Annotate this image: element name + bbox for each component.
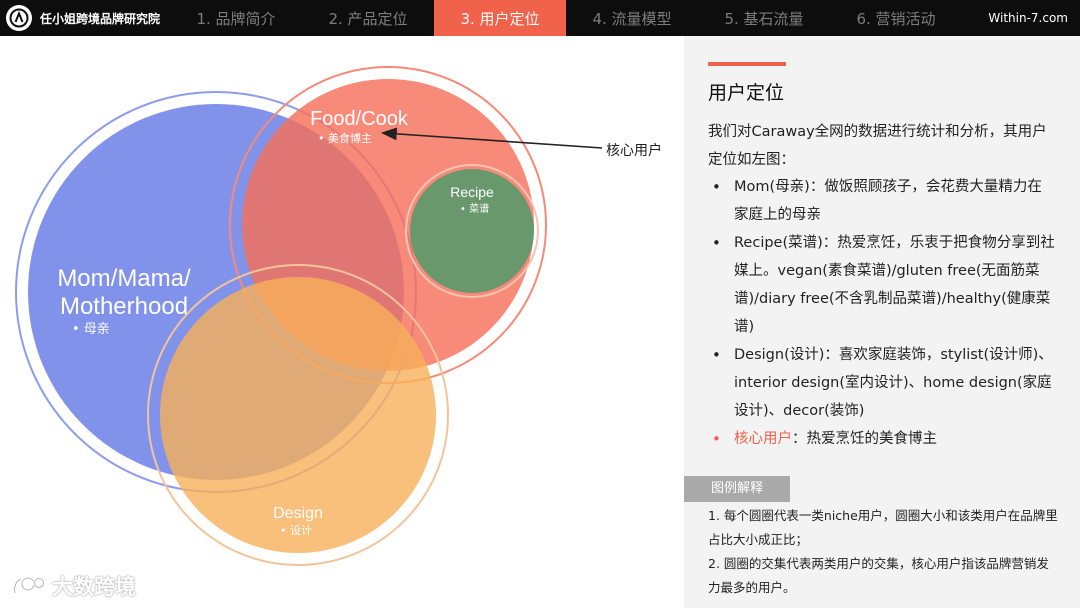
tab-user-positioning[interactable]: 3. 用户定位 xyxy=(434,0,566,36)
mom-title-line1: Mom/Mama/ xyxy=(57,265,191,292)
tab-brand-intro[interactable]: 1. 品牌简介 xyxy=(196,9,276,28)
watermark-logo-icon xyxy=(13,576,45,594)
top-nav-bar: 任小姐跨境品牌研究院 1. 品牌简介 2. 产品定位 3. 用户定位 4. 流量… xyxy=(0,0,1080,36)
legend-tag: 图例解释 xyxy=(684,476,790,502)
recipe-subtitle: • 菜谱 xyxy=(460,202,489,215)
tab-base-traffic[interactable]: 5. 基石流量 xyxy=(724,9,804,28)
tab-marketing-activities[interactable]: 6. 营销活动 xyxy=(856,9,936,28)
core-user-callout: 核心用户 xyxy=(606,143,662,159)
recipe-title: Recipe xyxy=(450,184,494,200)
tab-product-positioning[interactable]: 2. 产品定位 xyxy=(328,9,408,28)
food-cook-subtitle: • 美食博主 xyxy=(318,131,372,145)
section-tabs: 1. 品牌简介 2. 产品定位 3. 用户定位 4. 流量模型 5. 基石流量 … xyxy=(170,0,962,36)
venn-diagram: Mom/Mama/ Motherhood • 母亲 Food/Cook • 美食… xyxy=(15,66,603,566)
brand-logo-icon xyxy=(6,5,32,31)
legend-note: 1. 每个圆圈代表一类niche用户，圆圈大小和该类用户在品牌里占比大小成正比； xyxy=(708,508,1058,547)
user-segment-list: Mom(母亲)：做饭照顾孩子，会花费大量精力在家庭上的母亲 Recipe(菜谱)… xyxy=(708,173,1056,453)
core-user-arrow xyxy=(380,127,603,149)
design-subtitle: • 设计 xyxy=(280,524,312,537)
core-user-item: 核心用户：热爱烹饪的美食博主 xyxy=(708,425,1056,453)
site-link[interactable]: Within-7.com xyxy=(988,11,1068,25)
panel-intro: 我们对Caraway全网的数据进行统计和分析，其用户定位如左图： xyxy=(708,124,1047,168)
info-panel: 用户定位 我们对Caraway全网的数据进行统计和分析，其用户定位如左图： Mo… xyxy=(684,36,1080,608)
brand[interactable]: 任小姐跨境品牌研究院 xyxy=(6,5,160,31)
legend-notes: 1. 每个圆圈代表一类niche用户，圆圈大小和该类用户在品牌里占比大小成正比；… xyxy=(708,504,1058,600)
watermark-text: 大数跨境 xyxy=(52,575,136,599)
brand-name: 任小姐跨境品牌研究院 xyxy=(40,11,161,26)
circle-design xyxy=(147,264,449,566)
list-item: Mom(母亲)：做饭照顾孩子，会花费大量精力在家庭上的母亲 xyxy=(708,173,1056,229)
core-user-key: 核心用户 xyxy=(734,431,792,447)
list-item: Design(设计)：喜欢家庭装饰，stylist(设计师)、interior … xyxy=(708,341,1056,425)
food-cook-title: Food/Cook xyxy=(310,108,409,130)
mom-title-line2: Motherhood xyxy=(60,293,188,320)
design-title: Design xyxy=(273,505,323,522)
panel-title: 用户定位 xyxy=(708,82,785,104)
watermark: 大数跨境 xyxy=(12,572,136,600)
tab-traffic-model[interactable]: 4. 流量模型 xyxy=(592,9,672,28)
legend-note: 2. 圆圈的交集代表两类用户的交集，核心用户指该品牌营销发力最多的用户。 xyxy=(708,556,1049,595)
list-item: Recipe(菜谱)：热爱烹饪，乐衷于把食物分享到社媒上。vegan(素食菜谱)… xyxy=(708,229,1056,341)
circle-recipe xyxy=(405,164,539,298)
title-accent-bar xyxy=(708,62,786,66)
mom-subtitle: • 母亲 xyxy=(72,322,110,337)
core-user-desc: ：热爱烹饪的美食博主 xyxy=(792,431,937,447)
